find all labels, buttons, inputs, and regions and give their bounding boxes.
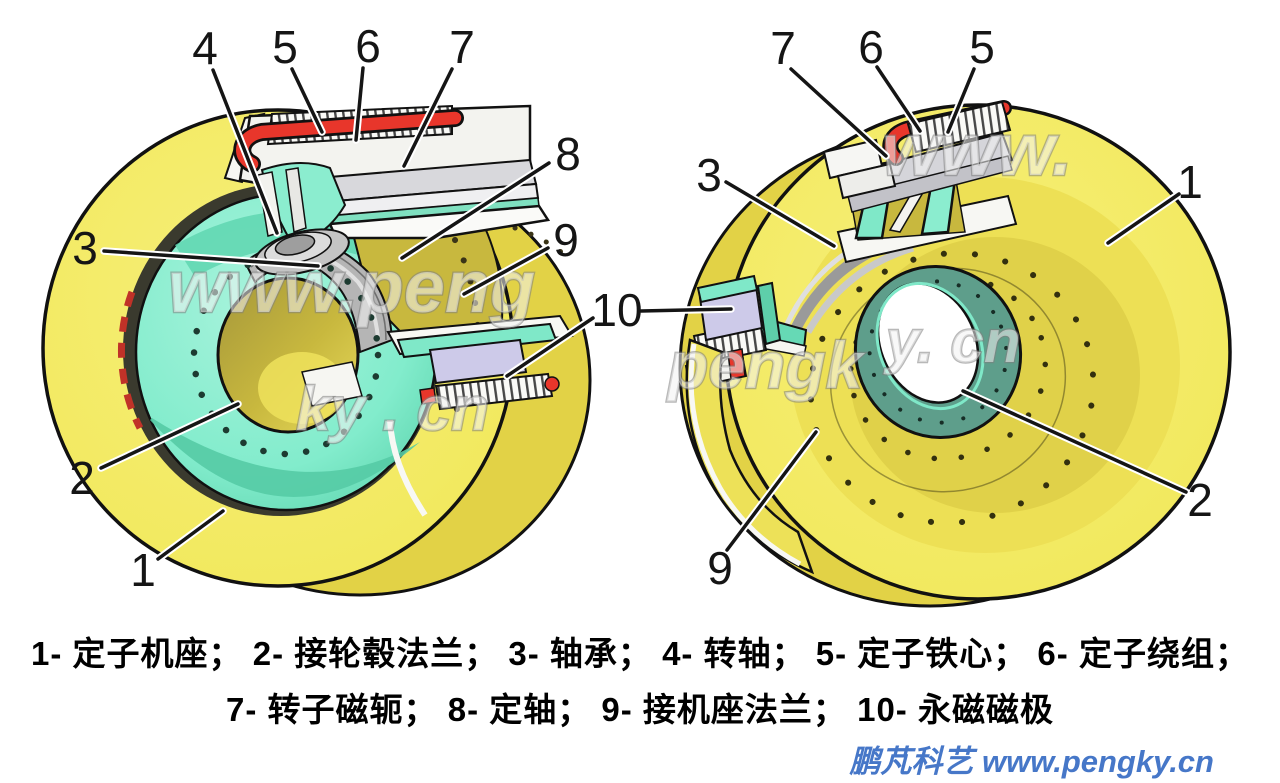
core-laminations-right-view — [906, 100, 1012, 154]
callout-number: 3 — [72, 222, 98, 274]
callout-line-6 — [354, 66, 365, 142]
module-teal-plate — [756, 281, 782, 346]
callout-number: 3 — [696, 149, 722, 201]
callout-line-6r — [875, 65, 922, 133]
rim-cut-channel — [685, 338, 815, 575]
callout-number: 6 — [858, 21, 884, 73]
hub-flange-hole-ring — [867, 279, 1009, 425]
callout-number: 4 — [192, 22, 218, 74]
callouts-left-view: 4 5 6 7 8 9 10 3 2 1 — [69, 20, 735, 596]
callout-line-5r — [946, 67, 976, 134]
callout-line-2r — [961, 389, 1188, 494]
callout-line-8 — [400, 161, 551, 260]
callout-line-1r — [1106, 192, 1181, 245]
generator-cutaway-diagram: www.peng ky . cn www. pengk y. cn 4 — [41, 20, 1232, 608]
callout-line-3r — [724, 180, 836, 248]
legend-line-2: 7- 转子磁轭； 8- 定轴； 9- 接机座法兰； 10- 永磁磁极 — [226, 691, 1054, 728]
legend-line-1: 1- 定子机座； 2- 接轮毂法兰； 3- 轴承； 4- 转轴； 5- 定子铁心… — [31, 635, 1249, 672]
hub-teal-lip — [875, 281, 985, 411]
callout-line-10-right — [639, 307, 733, 313]
callout-number: 2 — [1187, 474, 1213, 526]
rim-cut-channel-lip — [688, 343, 802, 567]
callout-line-1 — [156, 509, 225, 561]
yoke-arc-plate-2 — [847, 155, 1013, 213]
callout-line-9 — [462, 246, 550, 296]
magnet-red-block — [419, 387, 437, 405]
callout-line-7r — [789, 67, 888, 158]
callout-line-10-left — [505, 316, 595, 378]
callout-line-5 — [290, 67, 324, 134]
callout-number: 6 — [355, 20, 381, 72]
callout-line-2 — [99, 402, 240, 470]
callout-number: 8 — [555, 128, 581, 180]
callout-number: 7 — [770, 22, 796, 74]
left-view-front-cutaway — [41, 104, 592, 597]
shaft-strut-2 — [285, 167, 307, 233]
yoke-bracket-white-2 — [836, 162, 897, 200]
shaft-ring-inner — [274, 234, 316, 256]
rotor-bolt-hole-ring — [190, 252, 382, 458]
disc-cut-face — [301, 361, 363, 407]
callout-line-9r — [725, 430, 818, 552]
callout-number: 7 — [449, 21, 475, 73]
footer-brand: 鹏芃科艺 www.pengky.cn — [849, 744, 1214, 779]
watermark-segment: y. cn — [883, 308, 1021, 375]
rotor-disc-bottom-shade — [150, 418, 420, 497]
channel-lip — [387, 419, 428, 517]
magnet-red-dot — [544, 376, 560, 392]
callout-number: 2 — [69, 452, 95, 504]
frame-flange-holes-upper — [512, 225, 569, 259]
callout-number: 10 — [591, 284, 642, 336]
callout-number: 1 — [1177, 156, 1203, 208]
legend: 1- 定子机座； 2- 接轮毂法兰； 3- 轴承； 4- 转轴； 5- 定子铁心… — [0, 626, 1280, 738]
callout-number: 1 — [130, 544, 156, 596]
callout-number: 9 — [707, 542, 733, 594]
callout-line-3 — [102, 249, 320, 268]
watermark-segment: ky . cn — [296, 375, 489, 444]
callout-number: 5 — [272, 21, 298, 73]
rotor-yoke-assembly — [822, 100, 1014, 240]
callout-number: 5 — [969, 21, 995, 73]
callouts-right-view: 7 6 5 3 1 2 9 — [696, 21, 1213, 594]
permanent-magnet — [428, 338, 528, 385]
callout-line-4 — [211, 68, 279, 235]
bearing-band-right-view-light — [804, 244, 914, 334]
watermark-segment: pengk — [666, 328, 866, 402]
callout-line-7 — [402, 67, 454, 168]
top-cutaway-section — [223, 104, 551, 276]
shaft-strut-1 — [257, 171, 283, 237]
module-red-block — [727, 348, 746, 380]
inner-bolt-hole-ring — [847, 274, 1049, 462]
module-teal-cap — [696, 274, 759, 304]
callout-number: 9 — [553, 214, 579, 266]
right-view-rear-cutaway — [678, 100, 1232, 608]
